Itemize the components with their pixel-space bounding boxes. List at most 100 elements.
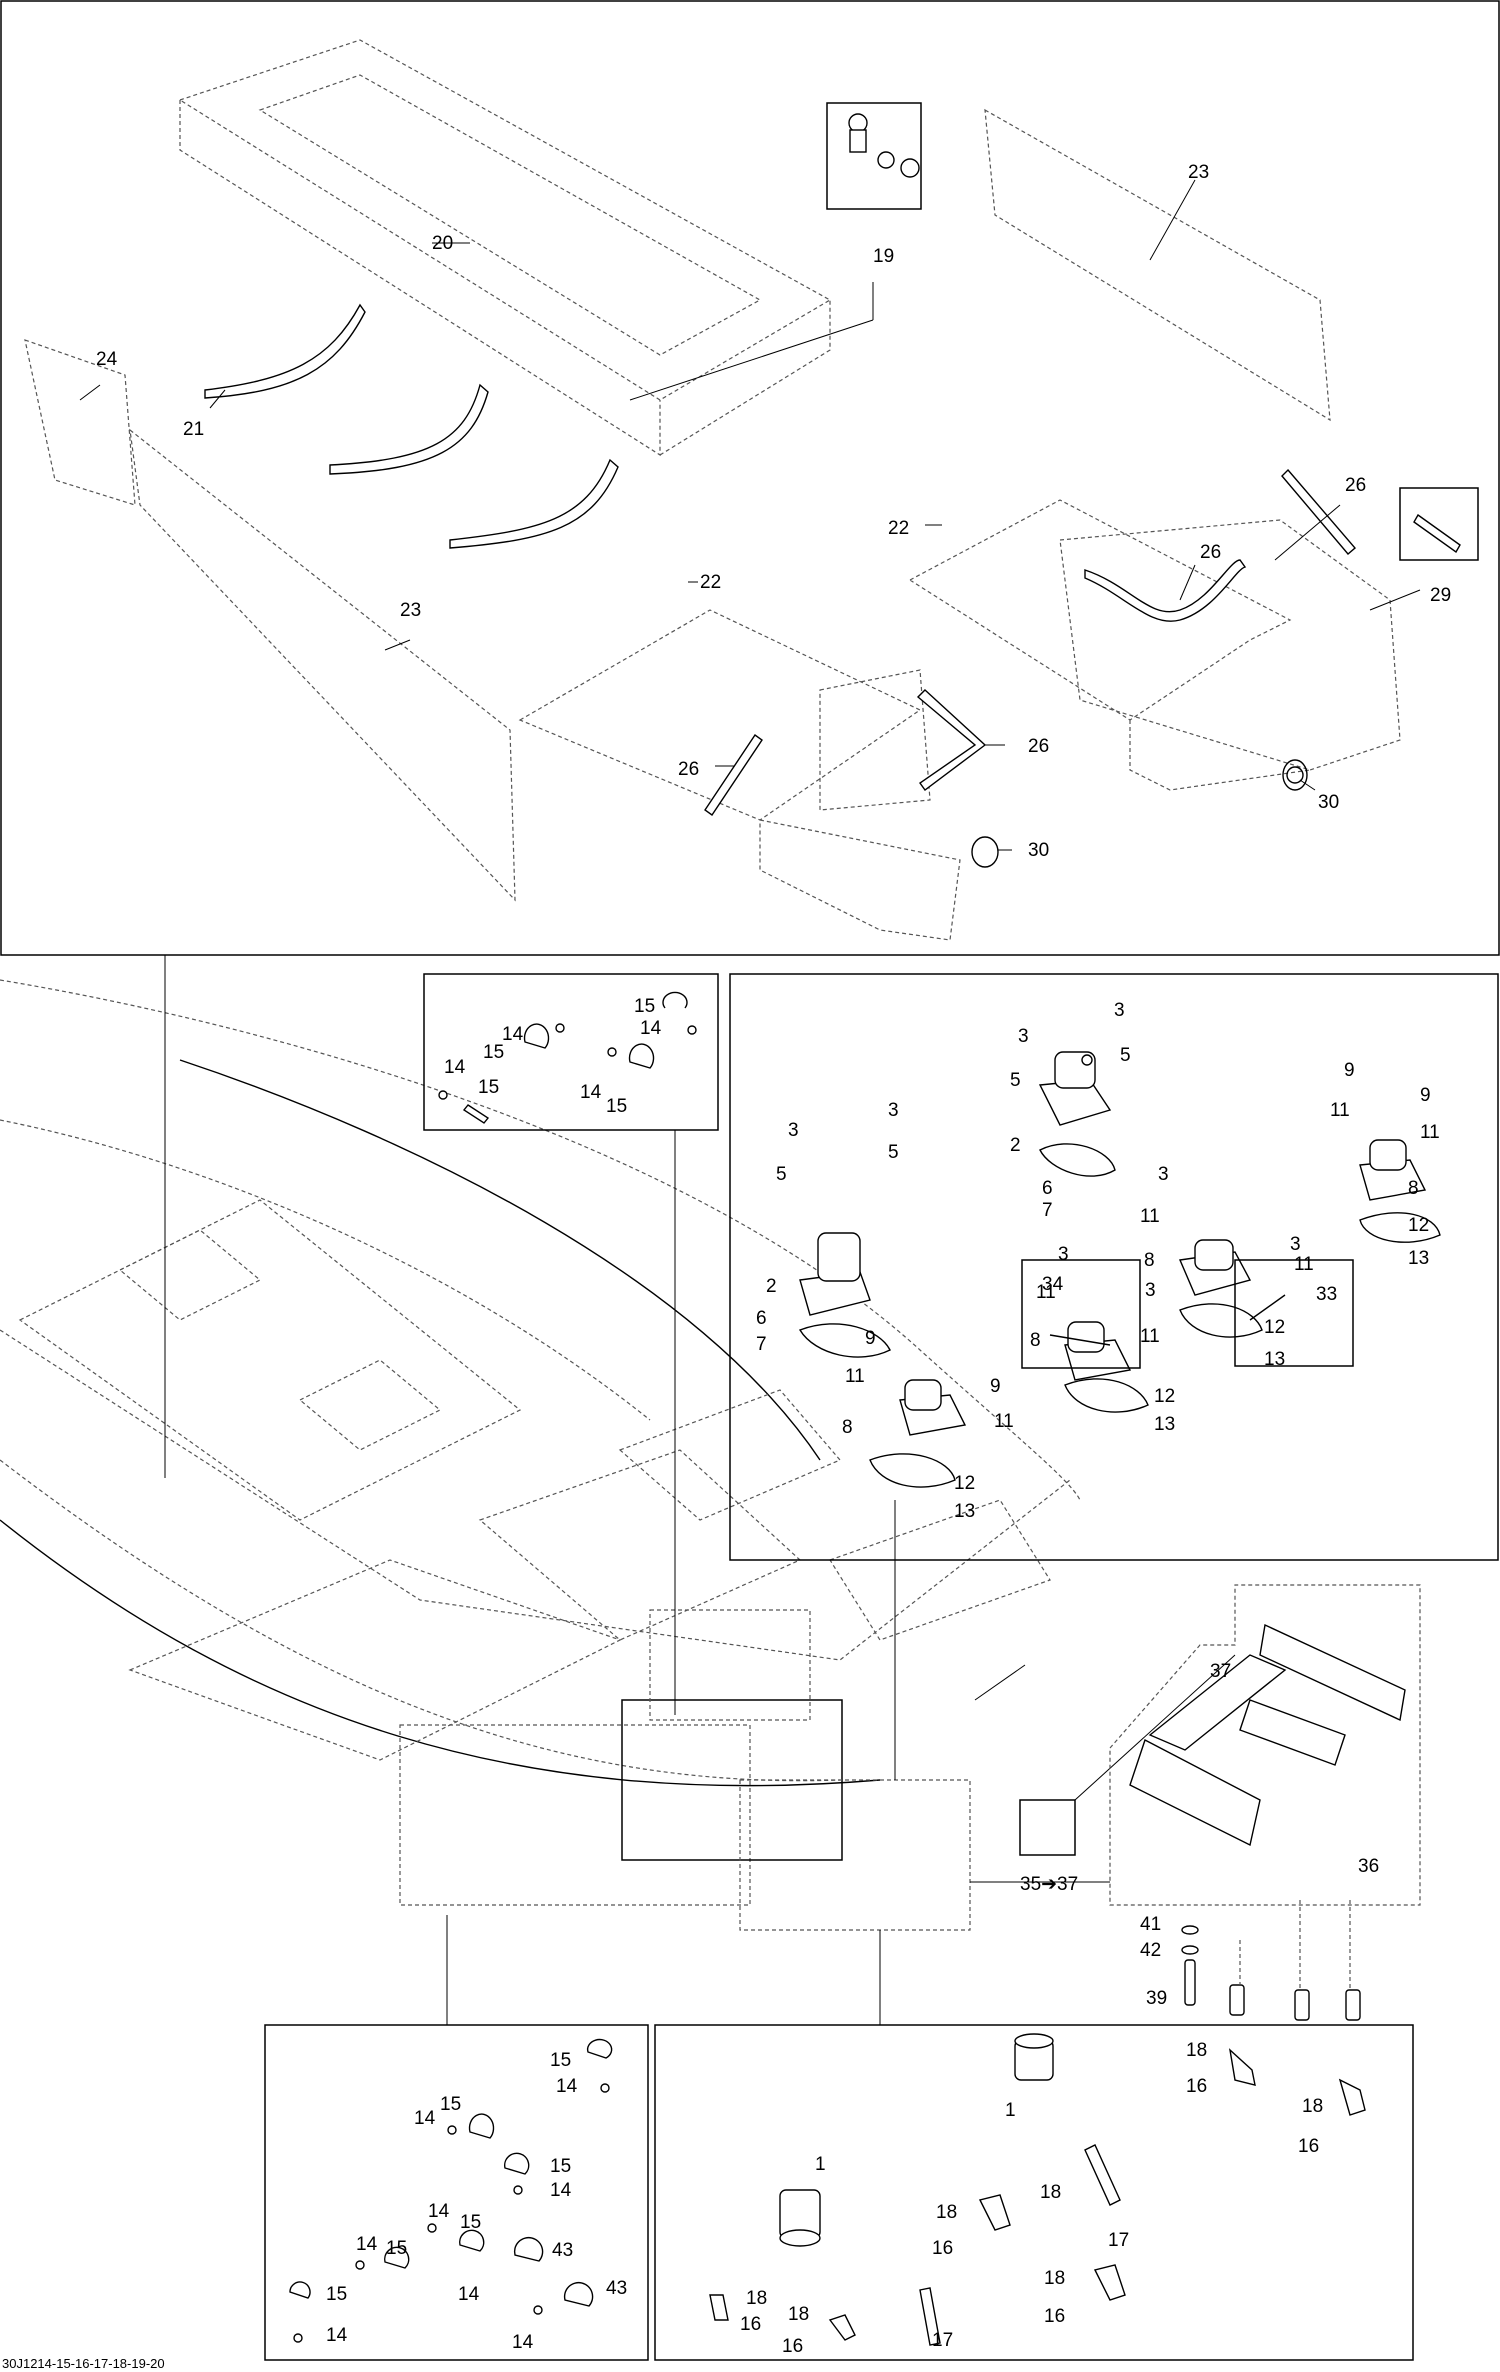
- callout-11-c: 11: [1140, 1206, 1160, 1227]
- callout-36: 36: [1358, 1856, 1379, 1877]
- callout-15-c: 15: [478, 1077, 499, 1098]
- callout-35-37: 35➔37: [1020, 1874, 1078, 1895]
- hull-detail-window-center: [621, 1699, 843, 1861]
- callout-14-j: 14: [458, 2284, 480, 2305]
- callout-18-e: 18: [1044, 2268, 1065, 2289]
- foam-tray-middle: [518, 609, 961, 941]
- callout-5-d: 5: [776, 1164, 787, 1185]
- callout-9-b: 9: [1420, 1085, 1431, 1106]
- callout-26d: 26: [1028, 736, 1049, 757]
- callout-1-b: 1: [815, 2154, 826, 2175]
- callout-12-c: 12: [1154, 1386, 1175, 1407]
- strip-21b: [329, 383, 489, 475]
- strip-21c: [449, 458, 619, 549]
- leader-33: [1074, 1654, 1236, 1801]
- fastener-19: [848, 113, 920, 178]
- callout-16-f: 16: [782, 2336, 803, 2357]
- callout-29: 29: [1430, 585, 1451, 606]
- callout-9-d: 9: [990, 1376, 1001, 1397]
- callout-6-a: 6: [1042, 1178, 1053, 1199]
- callout-11-e: 11: [1036, 1282, 1056, 1303]
- callout-14-i: 14: [356, 2234, 378, 2255]
- callout-3-c: 3: [888, 1100, 899, 1121]
- callout-8-b: 8: [1144, 1250, 1155, 1271]
- panel-23-right: [984, 108, 1331, 422]
- callout-34: 34: [1042, 1274, 1064, 1295]
- callout-3-b: 3: [1018, 1026, 1029, 1047]
- callout-6-b: 6: [756, 1308, 767, 1329]
- detail-box-29: [1399, 487, 1479, 561]
- callout-1-a: 1: [1005, 2100, 1016, 2121]
- callout-9-c: 9: [865, 1328, 876, 1349]
- callout-22a: 22: [888, 518, 909, 539]
- ring-30-middle: [971, 836, 999, 868]
- callout-23a: 23: [1188, 162, 1209, 183]
- callout-30b: 30: [1028, 840, 1049, 861]
- callout-5-b: 5: [1010, 1070, 1021, 1091]
- seal-26-right-curve: [1084, 559, 1247, 622]
- callout-12-d: 12: [954, 1473, 975, 1494]
- panel-24: [24, 339, 136, 506]
- callout-11-a: 11: [1330, 1100, 1350, 1121]
- detail-box-33: [1234, 1259, 1354, 1367]
- callout-14-d: 14: [580, 1082, 602, 1103]
- callout-26c: 26: [678, 759, 699, 780]
- panel-23-left: [129, 428, 516, 902]
- clips-top: [438, 991, 697, 1124]
- callout-33: 33: [1316, 1284, 1337, 1305]
- callout-2-a: 2: [1010, 1135, 1021, 1156]
- callout-18-b: 18: [1302, 2096, 1323, 2117]
- leaders-top: [79, 179, 1421, 851]
- clip-29: [1413, 513, 1461, 554]
- callout-14-f: 14: [414, 2108, 436, 2129]
- callout-8-d: 8: [842, 1417, 853, 1438]
- cups-brackets: [709, 2033, 1366, 2346]
- detail-box-19: [826, 102, 922, 210]
- callout-19: 19: [873, 246, 894, 267]
- seal-26-right-straight: [1281, 468, 1356, 555]
- callout-14-k: 14: [326, 2325, 348, 2346]
- callout-14-a: 14: [640, 1018, 662, 1039]
- callout-14-g: 14: [550, 2180, 572, 2201]
- clips-bottom: [289, 2038, 613, 2343]
- callout-18-c: 18: [1040, 2182, 1061, 2203]
- callout-26a: 26: [1345, 475, 1366, 496]
- callout-30a: 30: [1318, 792, 1339, 813]
- top-section-frame: [0, 0, 1500, 956]
- callout-18-d: 18: [936, 2202, 957, 2223]
- callout-17-b: 17: [932, 2330, 953, 2351]
- callout-17-a: 17: [1108, 2230, 1129, 2251]
- detail-box-34: [1021, 1259, 1141, 1369]
- callout-labels: 19 20 23 24 21 23 22 22 26 26 29 26 26 3…: [96, 162, 1451, 2357]
- callout-43-b: 43: [606, 2278, 627, 2299]
- detail-box-mounts: [729, 973, 1499, 1561]
- detail-box-clips-top: [423, 973, 719, 1131]
- callout-11-b: 11: [1420, 1122, 1440, 1143]
- callout-15-e: 15: [550, 2050, 571, 2071]
- boat-hull: [0, 979, 1081, 1787]
- foam-tray-top: [178, 39, 832, 457]
- hull-detail-window-right: [739, 1779, 971, 1931]
- drawing-code: 30J1214-15-16-17-18-19-20: [2, 2356, 165, 2371]
- callout-3-f: 3: [1290, 1234, 1301, 1255]
- callout-20: 20: [432, 233, 453, 254]
- callout-15-j: 15: [326, 2284, 347, 2305]
- callout-14-l: 14: [512, 2332, 534, 2353]
- callout-14-e: 14: [556, 2076, 578, 2097]
- hole-30-right: [1286, 766, 1304, 784]
- callout-18-f: 18: [746, 2288, 767, 2309]
- foam-tray-right: [908, 499, 1401, 791]
- bracket-33: [1249, 1294, 1286, 1321]
- callout-5-a: 5: [1120, 1045, 1131, 1066]
- callout-3-h: 3: [1145, 1280, 1156, 1301]
- callout-43-a: 43: [552, 2240, 573, 2261]
- callout-18-a: 18: [1186, 2040, 1207, 2061]
- seat-frame-36: [1129, 1623, 1406, 1847]
- detail-box-clips-bottom: [264, 2024, 649, 2361]
- callout-15-b: 15: [483, 1042, 504, 1063]
- callout-23b: 23: [400, 600, 421, 621]
- callout-3-e: 3: [1158, 1164, 1169, 1185]
- callout-9-a: 9: [1344, 1060, 1355, 1081]
- callout-15-i: 15: [386, 2238, 407, 2259]
- engine-mounts: [798, 1051, 1441, 1488]
